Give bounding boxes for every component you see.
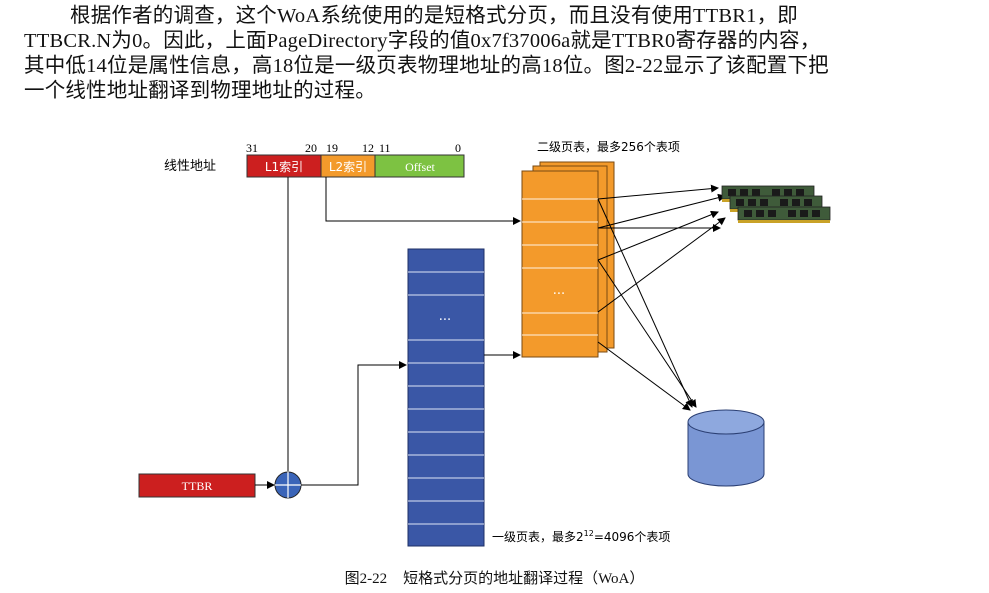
paragraph-line-2: TTBCR.N为0。因此，上面PageDirectory字段的值0x7f3700… [24,30,821,52]
bit-20-label: 20 [305,141,317,155]
paragraph-line-3: 其中低14位是属性信息，高18位是一级页表物理地址的高18位。图2-22显示了该… [24,55,829,77]
l1-page-table: ... [407,248,485,547]
disk-storage-icon [687,409,765,487]
memory-modules-icon [721,185,831,223]
figure-caption: 图2-22 短格式分页的地址翻译过程（WoA） [0,567,989,588]
bit-31-label: 31 [246,141,258,155]
bit-0-label: 0 [455,141,461,155]
paragraph-line-4: 一个线性地址翻译到物理地址的过程。 [24,80,376,102]
l1-index-label: L1索引 [265,160,303,174]
figure-title: 短格式分页的地址翻译过程（WoA） [403,571,645,587]
linear-address-label: 线性地址 [164,159,216,174]
l2-index-label: L2索引 [329,160,367,174]
l1-table-ellipsis: ... [439,309,451,324]
bit-labels: 31 20 19 12 11 0 [246,141,461,155]
l1-table-caption: 一级页表，最多212=4096个表项 [492,529,670,544]
body-paragraph: 根据作者的调查，这个WoA系统使用的是短格式分页，而且没有使用TTBR1，即 T… [24,4,974,104]
bit-19-label: 19 [326,141,338,155]
bit-11-label: 11 [379,141,391,155]
figure-number: 图2-22 [344,571,388,587]
adder-to-l1-arrow [301,361,407,486]
l2-index-arrow [325,177,521,225]
bit-12-label: 12 [362,141,374,155]
offset-field [374,154,465,178]
offset-label: Offset [405,160,435,174]
l2-page-table: ... [521,161,615,358]
l2-table-caption: 二级页表，最多256个表项 [537,140,680,154]
paragraph-line-1: 根据作者的调查，这个WoA系统使用的是短格式分页，而且没有使用TTBR1，即 [70,5,799,27]
ttbr-label: TTBR [182,479,213,493]
l2-table-ellipsis: ... [553,283,565,298]
l2-to-memory-arrows [597,184,726,411]
